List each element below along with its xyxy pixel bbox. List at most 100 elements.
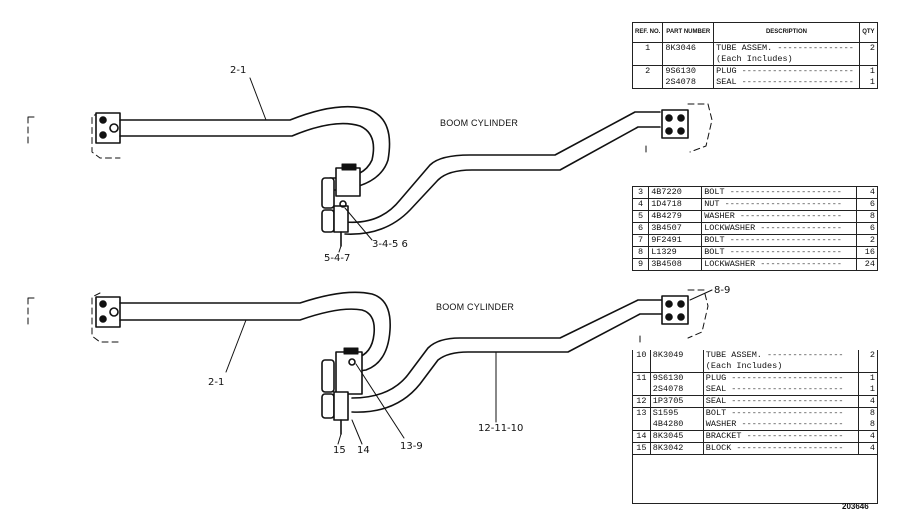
- description-cell: PLUG ----------------------: [702, 372, 860, 384]
- description-cell: BOLT ----------------------: [702, 407, 860, 419]
- dot-leader: --------------------: [734, 211, 842, 222]
- callout-13-9: 13-9: [400, 441, 423, 452]
- dot-leader: ----------------: [755, 259, 842, 270]
- qty-cell: [858, 54, 879, 66]
- top-left-flange-bolt: [109, 123, 119, 133]
- description-cell: BOLT ----------------------: [701, 246, 858, 259]
- bottom-left-flange-bolt: [109, 307, 119, 317]
- bottom-right-flange-bolt: [665, 300, 673, 308]
- header-ref: REF. NO.: [631, 22, 664, 43]
- bottom-block-lower: [321, 393, 335, 419]
- bottom-right-flange-block: [661, 295, 689, 325]
- qty-cell: 1: [858, 384, 878, 396]
- leader-2-1-top: [249, 77, 267, 121]
- top-right-flange-block: [661, 109, 689, 139]
- ref-cell: 11: [632, 372, 651, 384]
- dot-leader: ----------------------: [724, 187, 842, 197]
- top-block-lower: [321, 209, 335, 233]
- dot-leader: -----------------------: [719, 199, 842, 210]
- dot-leader: ----------------: [755, 223, 842, 234]
- description-cell: (Each Includes): [713, 54, 860, 66]
- ref-cell: 4: [631, 198, 650, 211]
- qty-cell: 2: [858, 350, 878, 361]
- description-cell: PLUG ----------------------: [713, 65, 860, 77]
- drawing-code: 203646: [842, 502, 869, 511]
- part-number-cell: L1329: [648, 246, 703, 259]
- top-right-phantom-outline: [645, 103, 713, 157]
- top-tube-upper: [119, 105, 391, 191]
- description-cell: WASHER --------------------: [701, 210, 858, 223]
- bottom-left-flange-bolt: [99, 315, 107, 323]
- part-number-cell: 3B4508: [648, 258, 703, 271]
- dot-leader: ----------------------: [724, 247, 842, 258]
- description-cell: LOCKWASHER ----------------: [701, 222, 858, 235]
- leader-15: [337, 433, 342, 445]
- qty-cell: 2: [856, 234, 878, 247]
- top-right-flange-bolt: [677, 127, 685, 135]
- part-number-cell: 1D4718: [648, 198, 703, 211]
- dot-leader: ----------------------: [736, 77, 854, 87]
- top-tube-lower-inner: [344, 126, 661, 235]
- dot-leader: ----------------------: [724, 235, 842, 246]
- description-cell: SEAL ----------------------: [702, 384, 860, 396]
- part-number-cell: 4B4279: [648, 210, 703, 223]
- dot-leader: -------------------: [741, 431, 844, 442]
- dot-leader: ----------------------: [726, 373, 844, 383]
- top-clamp-nut: [339, 200, 347, 208]
- ref-cell: 3: [631, 186, 650, 199]
- dot-leader: ----------------------: [726, 396, 844, 407]
- ref-cell: 14: [632, 430, 651, 443]
- description-cell: BOLT ----------------------: [701, 186, 858, 199]
- dot-leader: ---------------------: [731, 443, 844, 454]
- top-block-upper: [321, 177, 335, 209]
- part-number-cell: 8K3046: [662, 42, 715, 54]
- part-number-cell: 2S4078: [649, 384, 704, 396]
- qty-cell: 6: [856, 198, 878, 211]
- bottom-clamp: [333, 391, 349, 421]
- part-number-cell: [662, 54, 715, 66]
- ref-cell: 6: [631, 222, 650, 235]
- ref-cell: [631, 77, 664, 89]
- qty-cell: 4: [856, 186, 878, 199]
- part-number-cell: 8K3045: [649, 430, 704, 443]
- top-assembly: [27, 77, 713, 253]
- callout-8-9: 8-9: [714, 285, 731, 296]
- ref-cell: 1: [631, 42, 664, 54]
- part-number-cell: 9S6130: [649, 372, 704, 384]
- bottom-bracket-tab: [343, 347, 359, 355]
- callout-3-4-5-6: 3-4-5 6: [372, 239, 408, 250]
- qty-cell: 1: [858, 372, 878, 384]
- ref-cell: 13: [632, 407, 651, 419]
- qty-cell: 24: [856, 258, 878, 271]
- ref-cell: 5: [631, 210, 650, 223]
- top-clamp: [333, 205, 349, 233]
- leader-14: [351, 419, 363, 445]
- qty-cell: 4: [858, 395, 878, 408]
- description-cell: TUBE ASSEM. ---------------: [702, 350, 860, 361]
- top-bracket: [335, 167, 361, 197]
- part-number-cell: 1P3705: [649, 395, 704, 408]
- dot-leader: ---------------: [761, 350, 844, 360]
- table-row: (Each Includes): [631, 54, 879, 66]
- qty-cell: 4: [858, 430, 878, 443]
- top-tube-lower: [344, 111, 661, 224]
- bottom-bracket: [335, 351, 363, 395]
- ref-cell: [632, 361, 651, 373]
- qty-cell: [858, 361, 878, 373]
- part-number-cell: 8K3042: [649, 442, 704, 455]
- bottom-left-phantom-outline: [27, 292, 121, 343]
- callout-12-11-10: 12-11-10: [478, 423, 524, 434]
- top-left-flange-block: [95, 112, 121, 144]
